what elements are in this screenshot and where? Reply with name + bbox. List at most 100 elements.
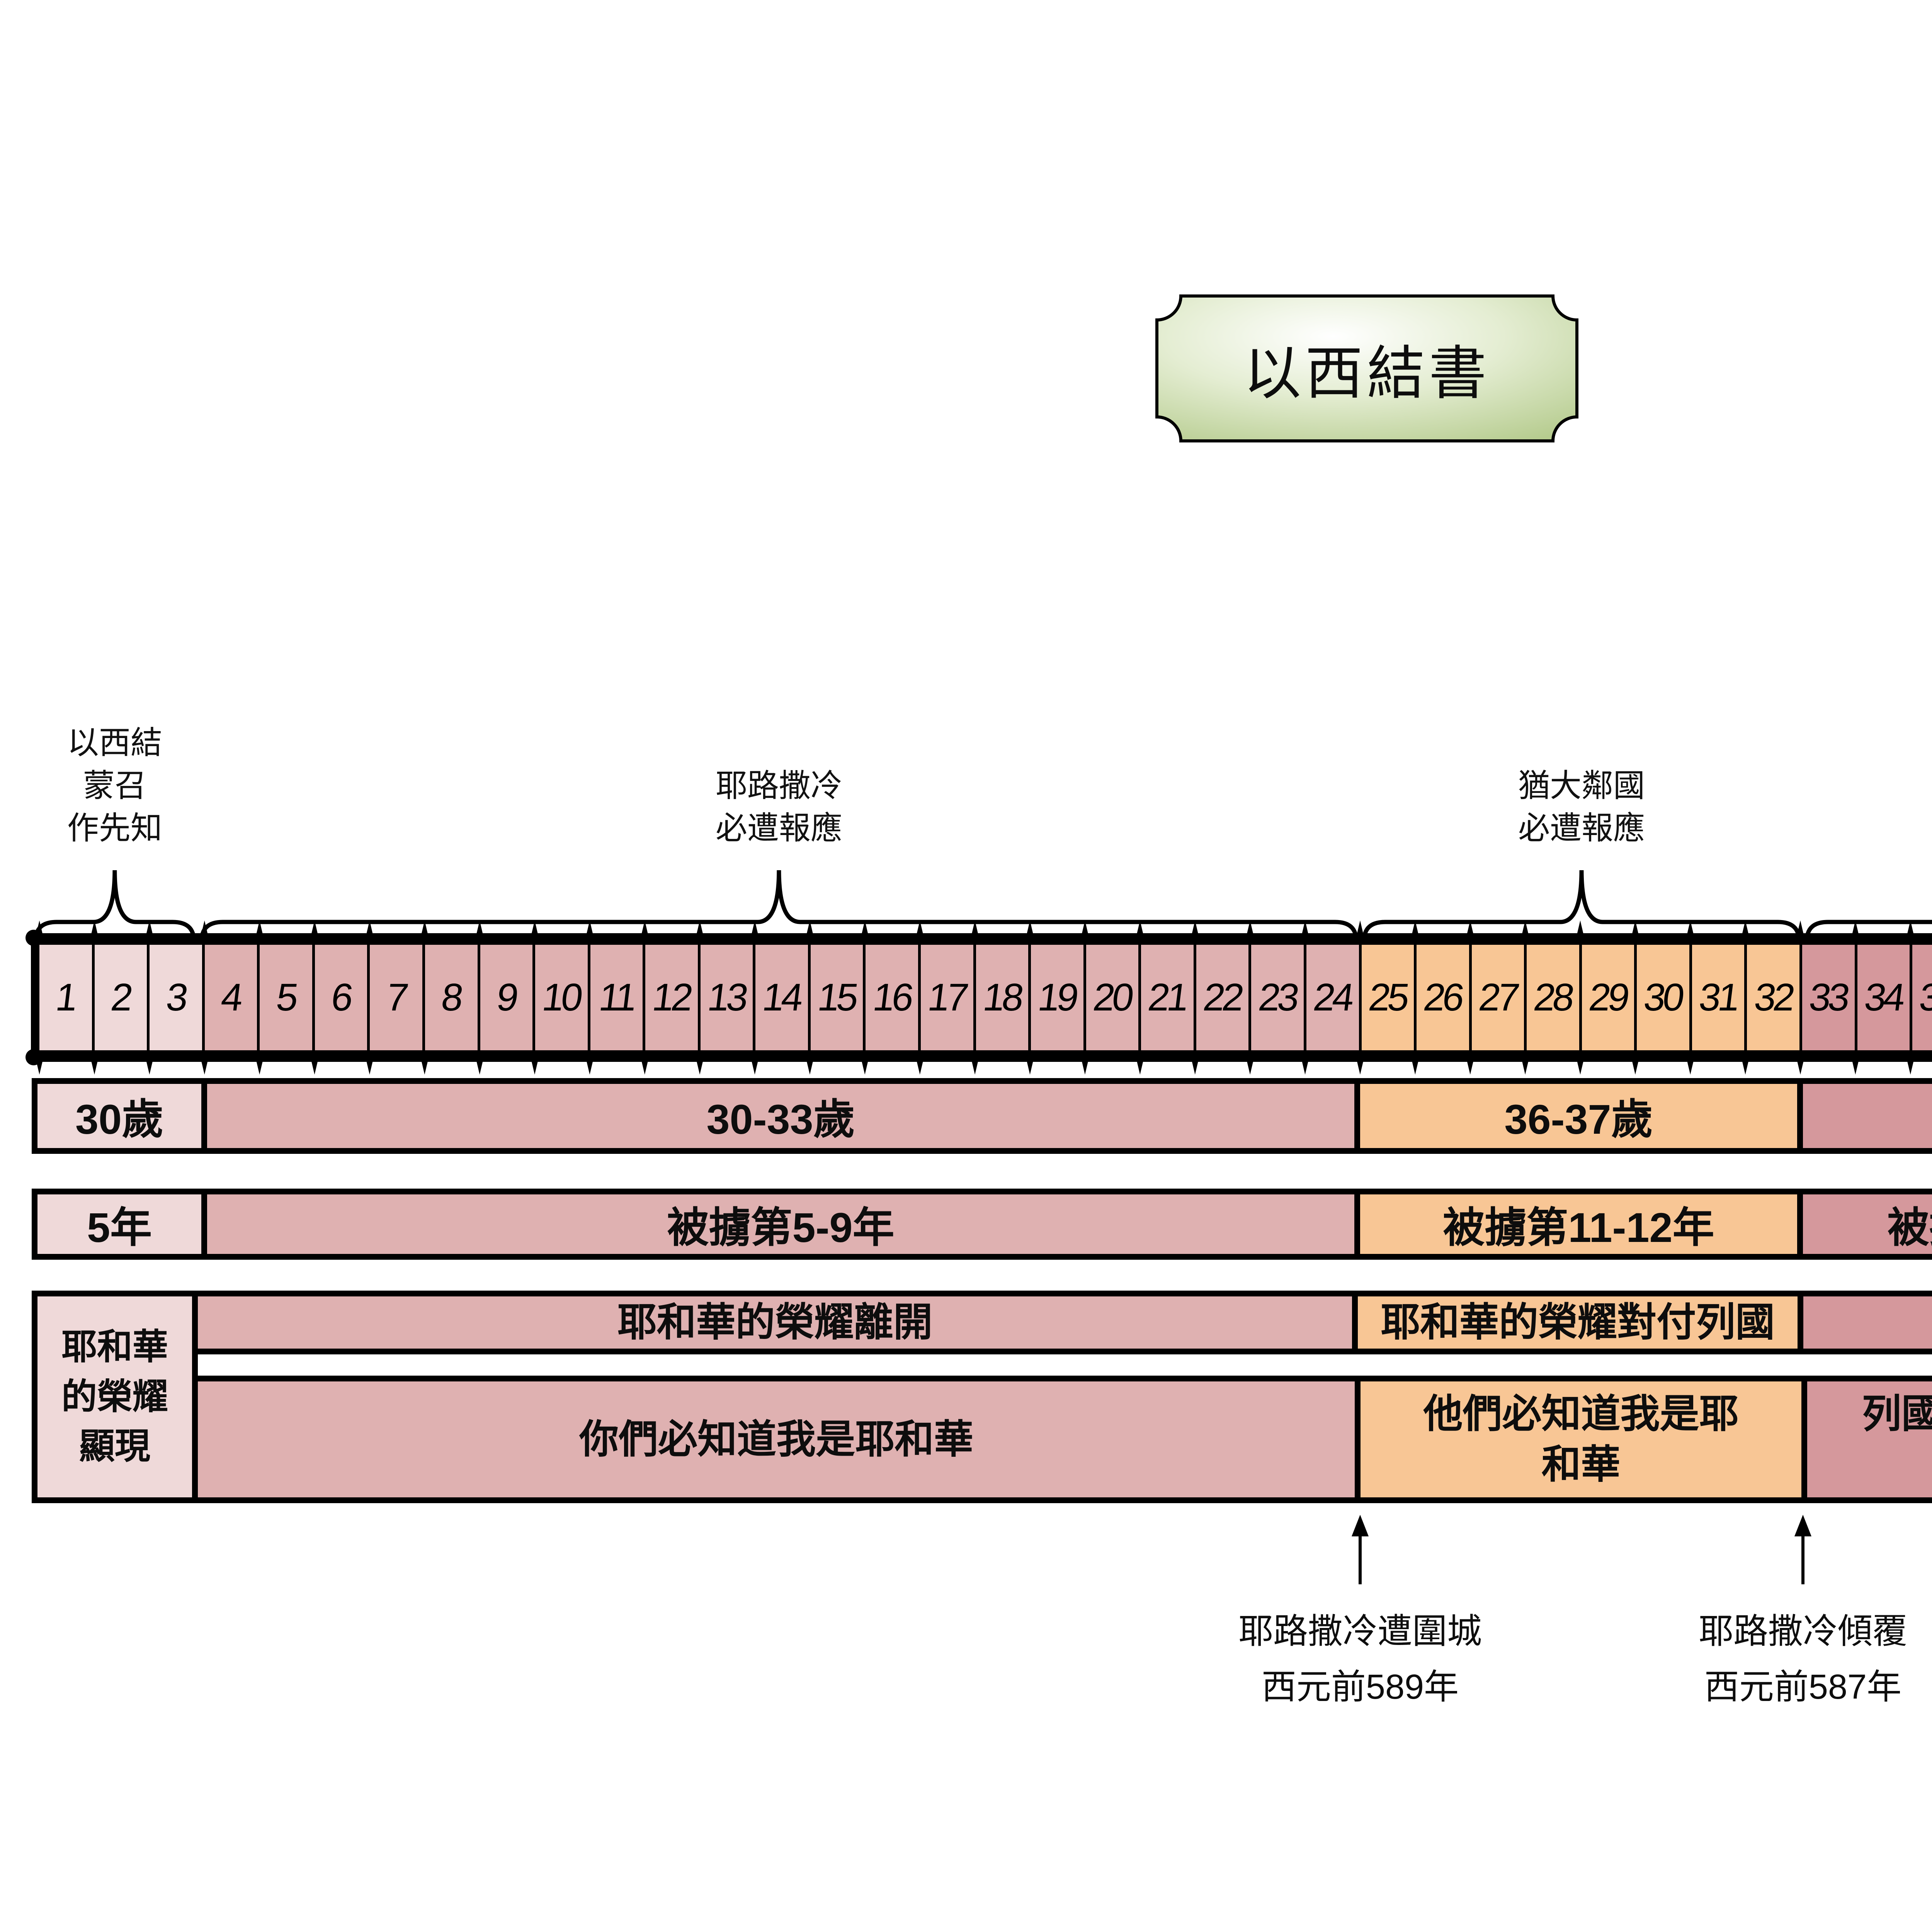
boundary-tick: [862, 920, 868, 934]
boundary-tick: [862, 1061, 868, 1075]
chapter-cell: 21: [1138, 945, 1194, 1050]
chapter-number: 3: [163, 976, 188, 1019]
boundary-tick: [1742, 920, 1748, 934]
boundary-tick: [146, 1061, 153, 1075]
boundary-tick: [1467, 920, 1473, 934]
chapter-cell: 8: [422, 945, 478, 1050]
boundary-tick: [1632, 1061, 1639, 1075]
chapter-number: 21: [1146, 976, 1189, 1019]
strip-left-cap: [31, 932, 39, 1063]
boundary-tick: [1412, 1061, 1418, 1075]
glory-segment: 他們必知道我是耶 和華: [1355, 1376, 1807, 1503]
chapter-number: 29: [1587, 976, 1630, 1019]
chapter-cell: 30: [1634, 945, 1689, 1050]
chapter-cell: 10: [532, 945, 588, 1050]
glory-row-top: 耶和華的榮耀離開耶和華的榮耀對付列國耶和華的榮耀歸回: [192, 1291, 1932, 1354]
brace-path: [199, 870, 1359, 943]
boundary-tick: [1247, 920, 1253, 934]
chapter-number: 23: [1256, 976, 1299, 1019]
strip-corner-dot: [26, 1049, 42, 1065]
boundary-tick: [91, 920, 98, 934]
boundary-tick: [256, 920, 263, 934]
boundary-tick: [972, 1061, 978, 1075]
chapter-cell: 3: [147, 945, 202, 1050]
chapter-number: 30: [1641, 976, 1685, 1019]
chapter-cell: 14: [753, 945, 808, 1050]
age-segment: 30-33歲: [201, 1078, 1360, 1154]
boundary-tick: [752, 920, 758, 934]
chapter-number: 7: [384, 976, 408, 1019]
boundary-tick: [587, 920, 593, 934]
arrow-up-icon: [1352, 1515, 1369, 1536]
chapter-cell: 17: [918, 945, 973, 1050]
boundary-tick: [1742, 1061, 1748, 1075]
chapter-cell: 19: [1028, 945, 1083, 1050]
chapter-cell: 16: [863, 945, 918, 1050]
boundary-tick: [1577, 920, 1583, 934]
section-heading: 猶大鄰國 必遭報應: [1518, 768, 1645, 846]
boundary-tick: [1082, 920, 1088, 934]
boundary-tick: [1137, 1061, 1143, 1075]
chapter-number: 16: [870, 976, 913, 1019]
year-segment: 被擄第5-9年: [201, 1189, 1360, 1260]
chapter-cell: 23: [1248, 945, 1304, 1050]
glory-segment: 列國必知道我是 耶和華: [1801, 1376, 1932, 1503]
chapter-number: 14: [760, 976, 803, 1019]
chapter-number: 35: [1917, 976, 1932, 1019]
chapter-cell: 6: [312, 945, 367, 1050]
chapter-cell: 7: [367, 945, 422, 1050]
boundary-tick: [1192, 920, 1198, 934]
strip-corner-dot: [26, 930, 42, 946]
chapter-number: 33: [1807, 976, 1850, 1019]
boundary-tick: [1412, 920, 1418, 934]
boundary-tick: [1522, 1061, 1529, 1075]
boundary-tick: [1247, 1061, 1253, 1075]
boundary-tick: [1192, 1061, 1198, 1075]
chapter-number: 4: [219, 976, 243, 1019]
event-arrow: [1352, 1515, 1369, 1584]
boundary-tick: [1357, 920, 1363, 934]
boundary-tick: [1467, 1061, 1473, 1075]
title-plaque: 以西結書: [1155, 294, 1578, 442]
year-segment: 被擄第12年: [1797, 1189, 1932, 1260]
chapter-cell: 9: [477, 945, 533, 1050]
glory-segment: 耶和華的榮耀對付列國: [1352, 1291, 1804, 1354]
boundary-tick: [641, 1061, 648, 1075]
boundary-tick: [531, 920, 538, 934]
boundary-tick: [531, 1061, 538, 1075]
glory-segment: 耶和華的榮耀歸回: [1798, 1291, 1932, 1354]
chapter-number: 1: [53, 976, 78, 1019]
boundary-tick: [752, 1061, 758, 1075]
boundary-tick: [91, 1061, 98, 1075]
boundary-tick: [366, 1061, 373, 1075]
chapter-cell: 11: [587, 945, 643, 1050]
chapter-number: 24: [1311, 976, 1354, 1019]
boundary-tick: [1522, 920, 1529, 934]
chapter-number: 13: [705, 976, 748, 1019]
boundary-tick: [1577, 1061, 1583, 1075]
boundary-tick: [1302, 1061, 1308, 1075]
year-segment: 5年: [32, 1189, 207, 1260]
section-heading: 以西結 蒙召 作先知: [67, 725, 162, 846]
chapter-number: 25: [1366, 976, 1409, 1019]
arrow-line: [1801, 1536, 1804, 1584]
boundary-tick: [697, 1061, 703, 1075]
chapter-number: 28: [1531, 976, 1575, 1019]
boundary-tick: [806, 920, 813, 934]
chapter-cell: 22: [1193, 945, 1249, 1050]
boundary-tick: [1797, 1061, 1804, 1075]
chapter-number: 19: [1036, 976, 1079, 1019]
chapter-cell: 24: [1303, 945, 1359, 1050]
age-segment: 37歲: [1797, 1078, 1932, 1154]
chapter-cell: 35: [1910, 945, 1932, 1050]
boundary-tick: [1357, 1061, 1363, 1075]
boundary-tick: [917, 920, 923, 934]
brace-path: [33, 870, 196, 943]
chapter-number: 31: [1697, 976, 1740, 1019]
chapter-cell: 29: [1579, 945, 1634, 1050]
chapter-number: 27: [1476, 976, 1519, 1019]
